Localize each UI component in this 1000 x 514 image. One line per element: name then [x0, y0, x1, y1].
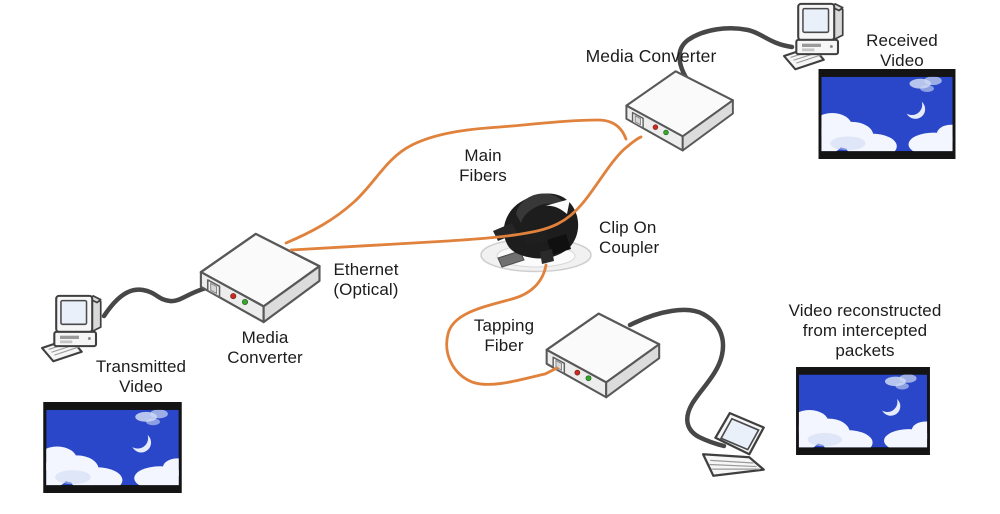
label-clip-on-coupler: Clip On Coupler: [599, 218, 660, 258]
coupler-clamp-overlay: [524, 231, 554, 264]
label-main-fibers: Main Fibers: [459, 146, 507, 186]
main-fiber-lower-through-coupler: [289, 135, 643, 252]
cable-pc-to-left-converter: [101, 285, 209, 319]
received-video-still: [806, 69, 966, 159]
cable-top-converter-to-pc: [677, 26, 795, 98]
tapping-fiber-cable: [445, 263, 559, 386]
media-converter-left-device: [199, 232, 321, 324]
label-media-converter-left: Media Converter: [227, 328, 303, 368]
label-received-video: Received Video: [866, 31, 938, 71]
label-ethernet-optical: Ethernet (Optical): [333, 260, 399, 300]
receiving-computer-icon: [782, 2, 844, 71]
label-video-reconstructed: Video reconstructed from intercepted pac…: [788, 301, 942, 361]
cable-tap-converter-to-laptop: [627, 307, 727, 449]
label-media-converter-top: Media Converter: [585, 46, 717, 66]
label-transmitted-video: Transmitted Video: [95, 357, 187, 397]
transmitted-video-still: [30, 402, 192, 493]
reconstructed-video-still: [784, 367, 941, 455]
transmitting-computer-icon: [40, 294, 102, 363]
media-converter-tap-device: [545, 312, 661, 399]
main-fiber-upper: [284, 118, 628, 245]
clip-on-coupler-device: [480, 193, 592, 273]
label-tapping-fiber: Tapping Fiber: [473, 316, 535, 356]
media-converter-top-device: [625, 70, 734, 152]
